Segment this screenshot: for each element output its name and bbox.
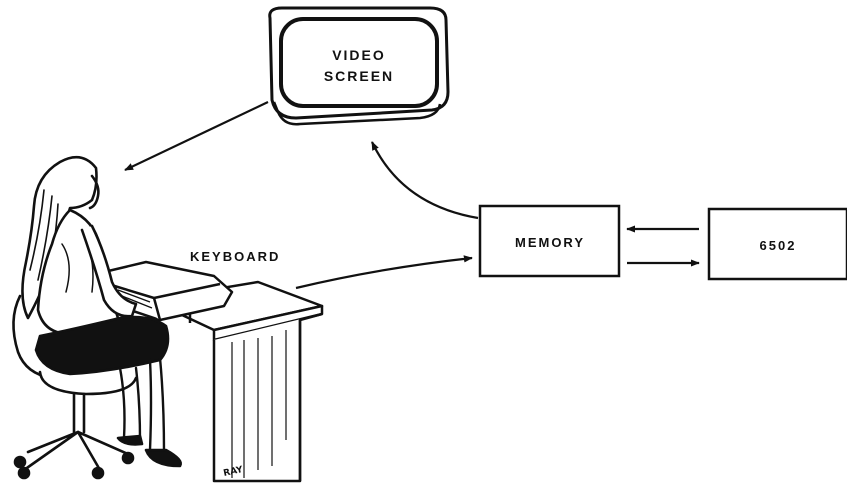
- arrow-screen-to-user: [124, 101, 269, 171]
- artist-signature: RAY: [223, 465, 245, 479]
- user-figure: [21, 155, 182, 468]
- memory-label: MEMORY: [515, 235, 585, 250]
- video-monitor: VIDEO SCREEN: [268, 6, 450, 126]
- video-screen: [279, 17, 439, 108]
- keyboard-label: KEYBOARD: [190, 249, 280, 264]
- arrow-keyboard-to-memory: [295, 255, 473, 290]
- monitor-label-line2: SCREEN: [324, 68, 394, 84]
- cpu-box: 6502: [707, 207, 847, 281]
- monitor-label-line1: VIDEO: [332, 47, 386, 63]
- cpu-label: 6502: [760, 238, 797, 253]
- arrow-memory-to-screen: [371, 141, 479, 220]
- memory-box: MEMORY: [478, 204, 621, 278]
